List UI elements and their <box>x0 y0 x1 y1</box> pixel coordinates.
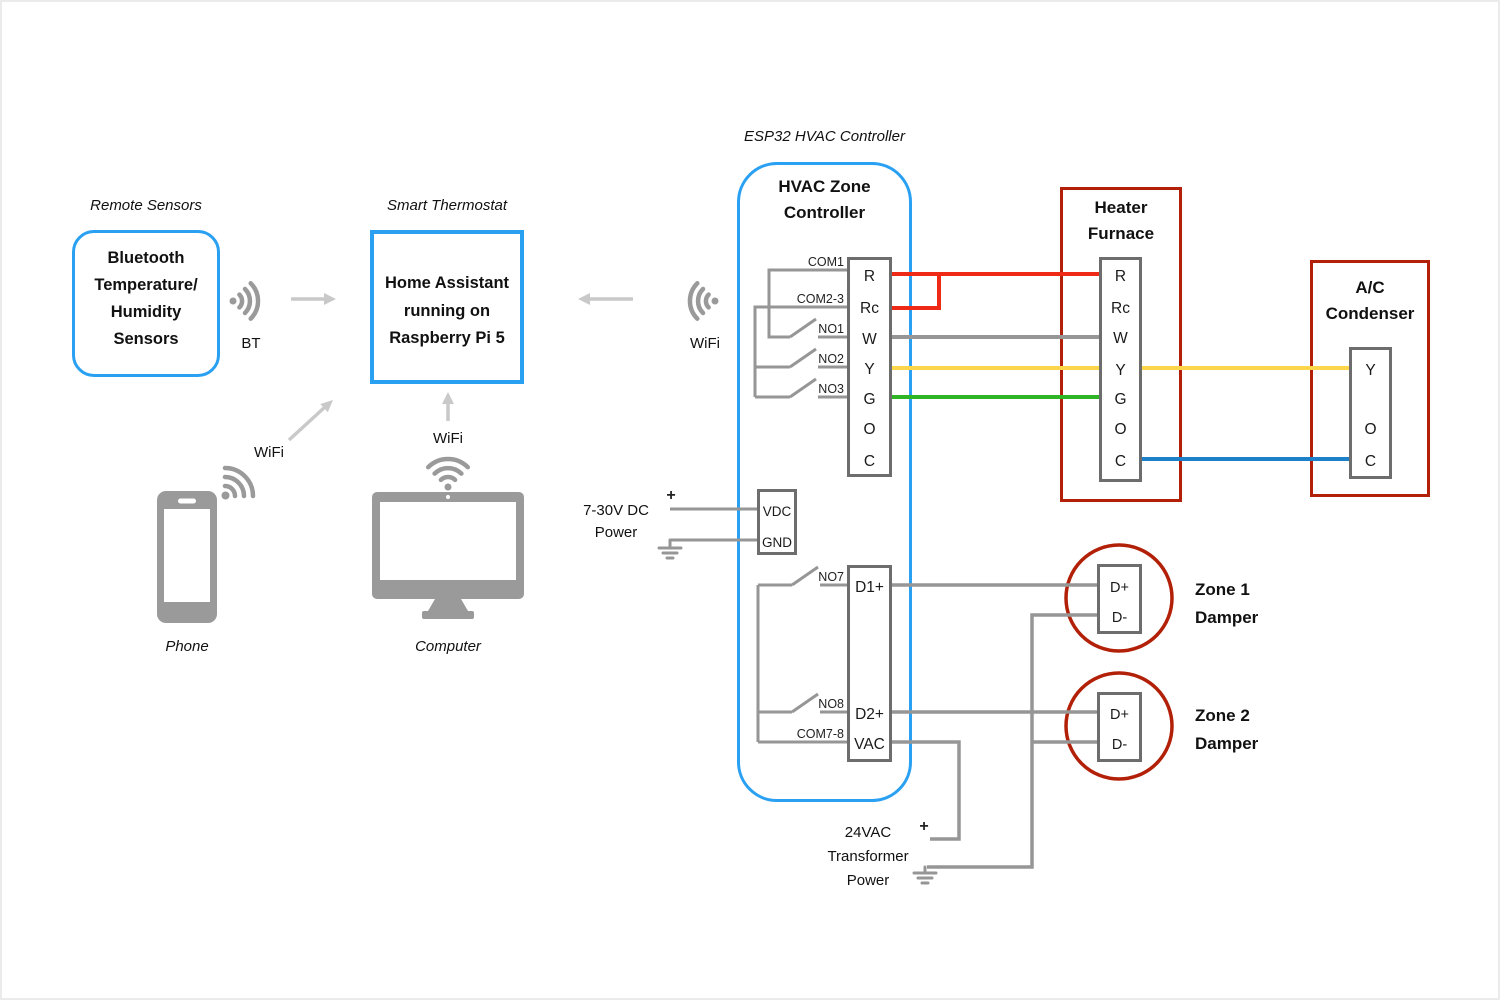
furnace-terminal-c: C <box>1114 453 1127 470</box>
controller-title-line1: HVAC Zone <box>778 177 871 196</box>
zone1-label: Zone 1 Damper <box>1195 576 1258 632</box>
relay-label-no7: NO7 <box>818 570 844 584</box>
terminal-r: R <box>863 268 876 285</box>
zone1-label-line1: Zone 1 <box>1195 580 1250 599</box>
ac-terminal-y: Y <box>1365 362 1376 379</box>
relay-label-no3: NO3 <box>818 382 844 396</box>
arrow-controller-to-ha <box>578 293 633 305</box>
furnace-terminal-o: O <box>1114 421 1127 438</box>
terminal-rc: Rc <box>860 300 879 317</box>
dc-power-label: 7-30V DC Power <box>560 500 672 544</box>
furnace-terminal-y: Y <box>1115 362 1126 379</box>
smart-thermostat-label: Smart Thermostat <box>386 197 508 214</box>
ac-title-line1: A/C <box>1355 278 1385 297</box>
ha-box-line1: Home Assistant <box>384 274 510 292</box>
controller-damper-terminal-block: D1+ D2+ VAC <box>847 565 892 762</box>
zone2-label: Zone 2 Damper <box>1195 702 1258 758</box>
hvac-zone-controller-box <box>737 162 912 802</box>
dc-power-label-line2: Power <box>594 524 638 541</box>
ac-power-label-line2: Transformer <box>827 848 909 865</box>
wifi-label-computer: WiFi <box>433 430 463 447</box>
furnace-terminal-rc: Rc <box>1111 300 1130 317</box>
terminal-c: C <box>863 453 876 470</box>
ac-plus-sign: + <box>919 818 929 835</box>
ac-title: A/C Condenser <box>1310 275 1430 327</box>
relay-label-com7-8: COM7-8 <box>796 727 844 741</box>
ac-terminal-block: Y O C <box>1349 347 1392 479</box>
ac-power-label: 24VAC Transformer Power <box>812 821 924 893</box>
arrow-computer-to-ha <box>442 392 454 421</box>
wifi-label-phone: WiFi <box>254 444 284 461</box>
bluetooth-box-line1: Bluetooth <box>107 249 185 267</box>
controller-title: HVAC Zone Controller <box>737 174 912 226</box>
controller-title-line2: Controller <box>783 203 866 222</box>
wifi-controller-icon <box>687 281 719 321</box>
zone2-label-line1: Zone 2 <box>1195 706 1250 725</box>
zone1-terminal-block: D+ D- <box>1097 564 1142 634</box>
dc-plus-sign: + <box>666 487 676 504</box>
terminal-w: W <box>862 331 877 348</box>
furnace-terminal-g: G <box>1114 391 1127 408</box>
bluetooth-box-line3: Humidity <box>110 303 182 321</box>
controller-terminal-block: R Rc W Y G O C <box>847 257 892 477</box>
ac-power-label-line3: Power <box>846 872 890 889</box>
zone1-terminal-dplus: D+ <box>1110 580 1129 596</box>
terminal-d1: D1+ <box>855 579 884 596</box>
heater-furnace-box <box>1060 187 1182 502</box>
furnace-title-line2: Furnace <box>1087 224 1155 243</box>
ac-power-label-line1: 24VAC <box>844 824 892 841</box>
furnace-title-line1: Heater <box>1094 198 1148 217</box>
furnace-title: Heater Furnace <box>1060 195 1182 247</box>
bluetooth-box-line2: Temperature/ <box>94 276 198 294</box>
ac-terminal-c: C <box>1364 453 1377 470</box>
terminal-gnd: GND <box>762 535 792 550</box>
terminal-g: G <box>863 391 876 408</box>
wifi-computer-icon <box>425 456 471 491</box>
relay-label-no8: NO8 <box>818 697 844 711</box>
zone2-terminal-dminus: D- <box>1111 737 1128 753</box>
zone1-label-line2: Damper <box>1195 608 1259 627</box>
phone-icon <box>157 491 217 623</box>
furnace-terminal-r: R <box>1114 268 1127 285</box>
ac-condenser-box <box>1310 260 1430 497</box>
terminal-vdc: VDC <box>762 504 792 519</box>
dc-power-terminal-block: VDC GND <box>757 489 797 555</box>
dc-power-label-line1: 7-30V DC <box>583 502 649 519</box>
zone2-terminal-dplus: D+ <box>1110 707 1129 723</box>
remote-sensors-label: Remote Sensors <box>90 197 202 214</box>
phone-label: Phone <box>165 638 209 655</box>
furnace-terminal-block: R Rc W Y G O C <box>1099 257 1142 482</box>
ha-box-line2: running on <box>403 301 491 320</box>
esp32-controller-label: ESP32 HVAC Controller <box>744 128 905 145</box>
wifi-phone-icon <box>221 465 256 500</box>
relay-label-com1: COM1 <box>807 255 844 269</box>
ac-title-line2: Condenser <box>1325 304 1415 323</box>
bluetooth-signal-icon <box>229 281 261 321</box>
ha-box-line3: Raspberry Pi 5 <box>389 329 505 347</box>
bt-label: BT <box>241 335 261 352</box>
home-assistant-box: Home Assistant running on Raspberry Pi 5 <box>370 230 524 384</box>
arrow-phone-to-ha <box>287 400 333 442</box>
relay-label-no2: NO2 <box>818 352 844 366</box>
wifi-label-controller: WiFi <box>690 335 720 352</box>
furnace-terminal-w: W <box>1113 330 1128 347</box>
ac-terminal-o: O <box>1364 421 1377 438</box>
zone2-terminal-block: D+ D- <box>1097 692 1142 762</box>
arrow-bt-to-ha <box>291 293 336 305</box>
relay-label-no1: NO1 <box>818 322 844 336</box>
bluetooth-box-line4: Sensors <box>113 330 179 348</box>
zone2-label-line2: Damper <box>1195 734 1259 753</box>
terminal-y: Y <box>864 361 875 378</box>
zone1-terminal-dminus: D- <box>1111 610 1128 626</box>
relay-label-com2-3: COM2-3 <box>796 292 844 306</box>
terminal-o: O <box>863 421 876 438</box>
computer-label: Computer <box>415 638 481 655</box>
terminal-vac: VAC <box>854 736 885 753</box>
terminal-d2: D2+ <box>855 706 884 723</box>
computer-icon <box>372 492 524 619</box>
bluetooth-sensors-box: Bluetooth Temperature/ Humidity Sensors <box>72 230 220 377</box>
